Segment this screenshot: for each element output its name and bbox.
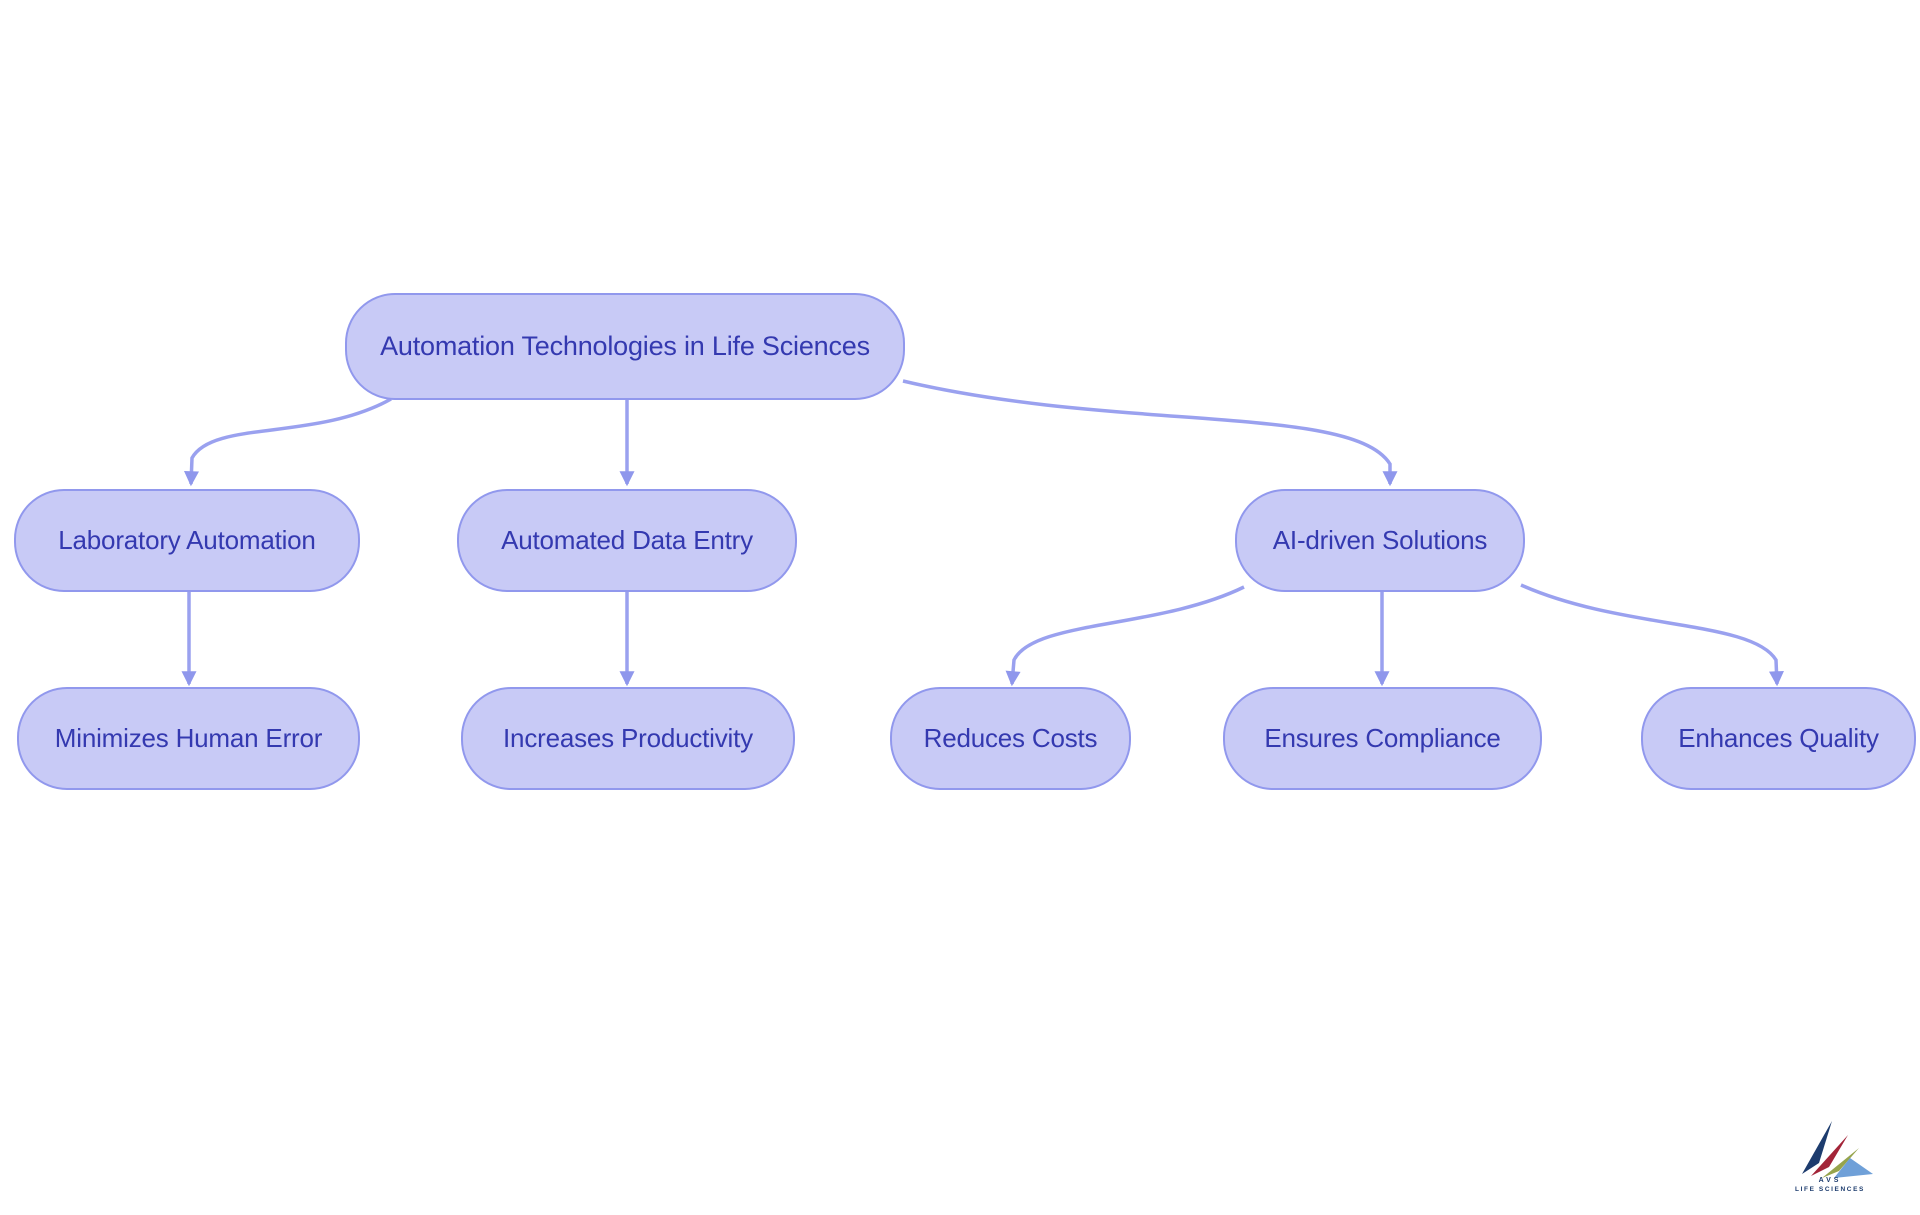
logo-peak-crimson <box>1811 1135 1848 1176</box>
node-ai-driven-solutions: AI-driven Solutions <box>1235 489 1525 592</box>
avs-life-sciences-logo: AVS LIFE SCIENCES <box>1793 1112 1903 1204</box>
edge-ai-driven-solutions-to-enhances-quality <box>1520 583 1784 687</box>
logo-text: AVS LIFE SCIENCES <box>1793 1176 1867 1194</box>
node-enhances-quality: Enhances Quality <box>1641 687 1916 790</box>
node-automation-technologies-in-life-sciences: Automation Technologies in Life Sciences <box>345 293 905 400</box>
edge-root-to-laboratory-automation <box>183 397 392 487</box>
node-reduces-costs: Reduces Costs <box>890 687 1131 790</box>
node-automated-data-entry: Automated Data Entry <box>457 489 797 592</box>
node-laboratory-automation: Laboratory Automation <box>14 489 360 592</box>
logo-line1: AVS <box>1818 1177 1842 1184</box>
node-minimizes-human-error: Minimizes Human Error <box>17 687 360 790</box>
edge-ai-driven-solutions-to-reduces-costs <box>1005 585 1245 687</box>
node-ensures-compliance: Ensures Compliance <box>1223 687 1542 790</box>
node-increases-productivity: Increases Productivity <box>461 687 795 790</box>
edge-root-to-ai-driven-solutions <box>902 379 1398 487</box>
logo-peak-lightblue <box>1834 1158 1873 1178</box>
logo-peaks-icon <box>1802 1121 1873 1178</box>
logo-peak-navy <box>1802 1121 1832 1174</box>
logo-peak-olive <box>1822 1148 1859 1178</box>
logo-line2: LIFE SCIENCES <box>1795 1186 1865 1193</box>
